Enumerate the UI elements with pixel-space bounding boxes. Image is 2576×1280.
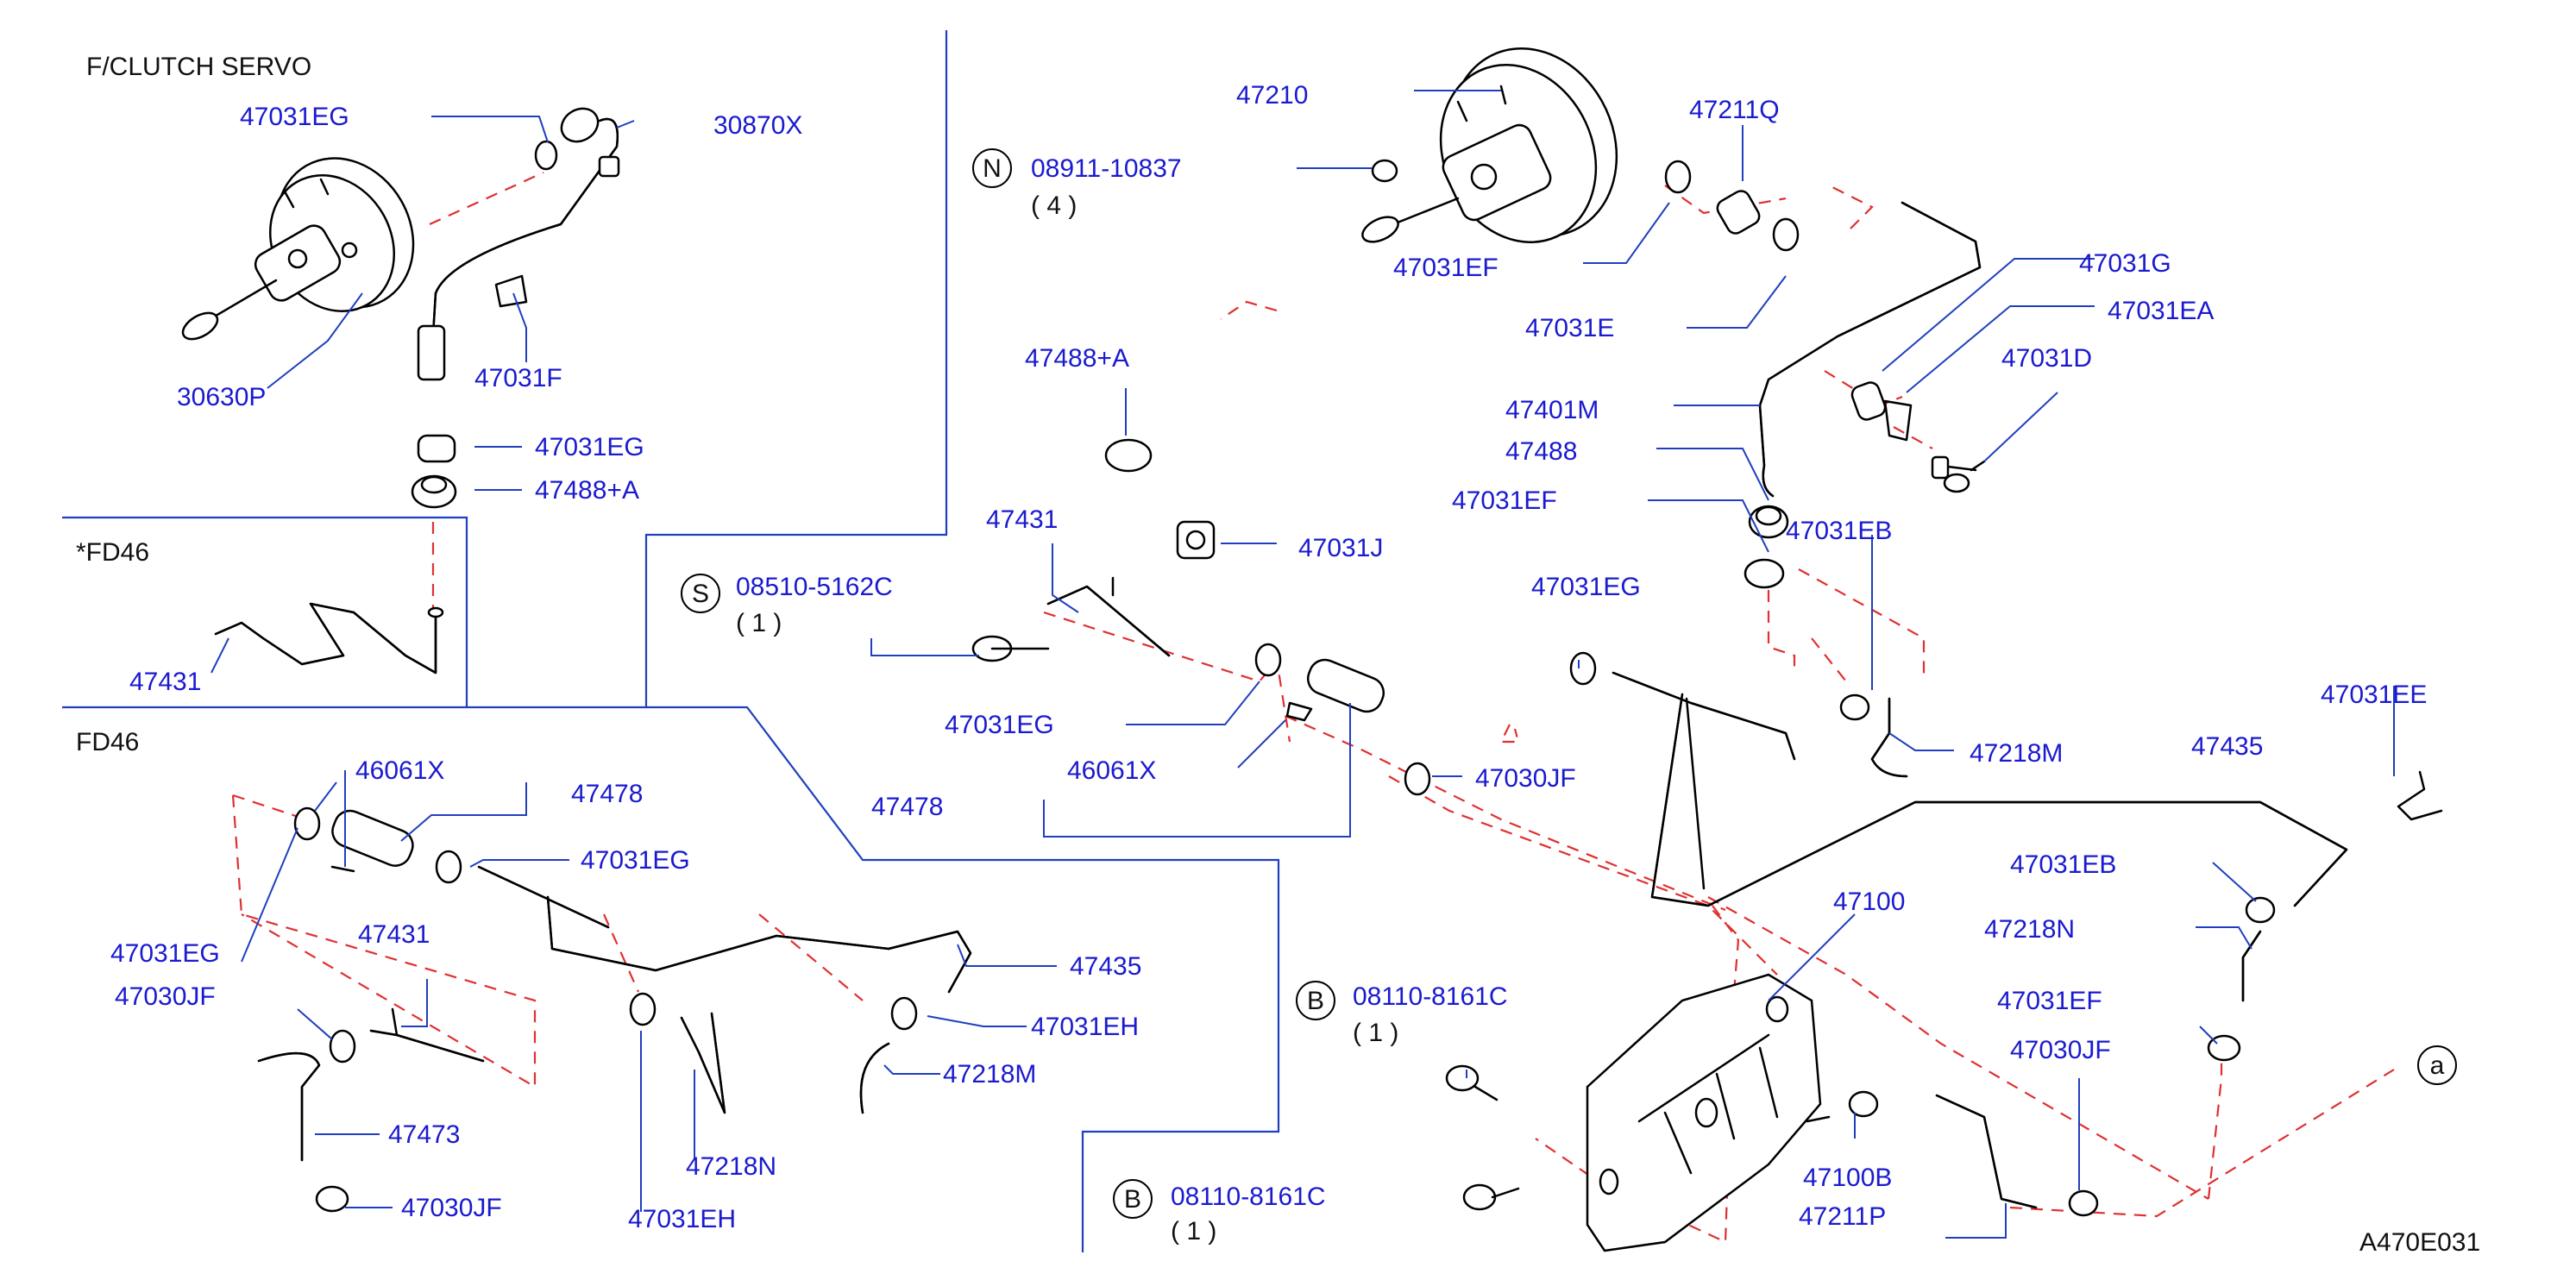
label-08510-5162c: 08510-5162C [736, 573, 893, 601]
label-47031g: 47031G [2079, 249, 2171, 278]
label-47211p: 47211P [1799, 1202, 1886, 1231]
center-parts [971, 438, 2348, 907]
callout-b2 [1113, 1179, 1153, 1219]
section-title-fd46: FD46 [76, 728, 139, 756]
label-47401m: 47401M [1505, 396, 1599, 424]
qty-08911: ( 4 ) [1031, 191, 1077, 220]
label-08110-8161c-1: 08110-8161C [1353, 982, 1508, 1011]
label-47030jf-right: 47030JF [2010, 1036, 2111, 1064]
bolts [1445, 460, 1986, 1211]
label-47031f: 47031F [474, 364, 562, 392]
callout-a-label: a [2430, 1051, 2445, 1080]
callout-b1-label: B [1307, 987, 1324, 1015]
callout-n [972, 148, 1012, 188]
label-47100: 47100 [1833, 888, 1905, 916]
label-47031ef-mid: 47031EF [1452, 486, 1557, 515]
section-title-fclutch-servo: F/CLUTCH SERVO [86, 53, 311, 81]
label-47435-right: 47435 [2191, 732, 2263, 761]
label-47031e: 47031E [1525, 314, 1614, 342]
brake-booster-47210 [1361, 47, 1982, 589]
label-47030jf-fd2: 47030JF [401, 1194, 502, 1222]
label-47031ef-right: 47031EF [1997, 987, 2102, 1015]
label-47435-fd: 47435 [1070, 952, 1141, 981]
label-08110-8161c-2: 08110-8161C [1171, 1183, 1326, 1211]
label-47218n-right: 47218N [1984, 915, 2075, 944]
label-47031eh-fd1: 47031EH [1031, 1013, 1139, 1041]
section-titles: F/CLUTCH SERVO *FD46 FD46 A470E031 ( 4 )… [76, 53, 2480, 1257]
qty-08110-1: ( 1 ) [1353, 1019, 1398, 1047]
label-30630p: 30630P [177, 383, 266, 411]
label-47031j: 47031J [1298, 534, 1383, 562]
star-fd46-tube-47431 [214, 602, 444, 675]
label-47488: 47488 [1505, 437, 1577, 466]
label-47478-center: 47478 [871, 793, 943, 821]
label-47031ee: 47031EE [2321, 681, 2427, 709]
label-47031eg-l2: 47031EG [535, 433, 644, 461]
canister-47100 [1586, 973, 1822, 1252]
label-47031eg-center2: 47031EG [1531, 573, 1641, 601]
label-47030jf-center: 47030JF [1475, 764, 1576, 793]
label-47031eh-fd2: 47031EH [628, 1205, 736, 1233]
callout-n-label: N [983, 154, 1002, 183]
label-08911-10837: 08911-10837 [1031, 154, 1182, 183]
section-dividers [62, 30, 1280, 1252]
label-47218m-center: 47218M [1970, 739, 2063, 768]
label-47031eg-fc: 47031EG [240, 103, 349, 131]
section-title-star-fd46: *FD46 [76, 538, 149, 567]
label-47100b: 47100B [1803, 1164, 1892, 1192]
qty-08510: ( 1 ) [736, 609, 782, 637]
label-47431-fd: 47431 [358, 920, 430, 949]
label-47211q: 47211Q [1689, 96, 1780, 124]
label-47210: 47210 [1236, 81, 1308, 110]
fclutch-servo-assembly [181, 157, 415, 341]
diagram-id: A470E031 [2359, 1228, 2480, 1257]
label-47031eg-fd2: 47031EG [110, 939, 220, 968]
dashed-guides [231, 171, 2395, 1244]
fclutch-hose-30870x [417, 107, 620, 381]
label-47218n-fd: 47218N [686, 1152, 776, 1181]
label-47031eg-fd1: 47031EG [581, 846, 690, 875]
label-47030jf-fd1: 47030JF [115, 982, 216, 1011]
label-47488a-center: 47488+A [1025, 344, 1129, 373]
fclutch-clamps [411, 140, 558, 509]
label-47431-center: 47431 [986, 505, 1058, 534]
part-labels: 47210 47211Q 08911-10837 47031EF 47031E … [110, 81, 2427, 1233]
label-47488a-l2: 47488+A [535, 476, 639, 505]
label-46061x-center: 46061X [1067, 756, 1156, 785]
label-47478-fd: 47478 [571, 780, 643, 808]
callout-b2-label: B [1124, 1185, 1141, 1214]
label-47031eb-mid: 47031EB [1786, 517, 1892, 545]
leader-lines [210, 90, 2395, 1239]
callout-s [681, 574, 720, 613]
label-30870x: 30870X [713, 111, 802, 140]
label-47218m-fd: 47218M [943, 1060, 1036, 1089]
label-47473: 47473 [388, 1120, 460, 1149]
callout-s-label: S [692, 580, 709, 608]
callout-b1 [1296, 981, 1335, 1020]
qty-08110-2: ( 1 ) [1171, 1217, 1216, 1245]
fd46-parts [257, 806, 972, 1213]
label-46061x-fd: 46061X [355, 756, 444, 785]
label-47031ea: 47031EA [2108, 297, 2214, 325]
right-hoses [1839, 693, 2443, 1217]
callout-circles: a N S B B [681, 148, 2457, 1219]
label-47031eb-right: 47031EB [2010, 850, 2116, 879]
label-47031ef-top: 47031EF [1393, 254, 1498, 282]
label-47031d: 47031D [2001, 344, 2092, 373]
label-47031eg-center: 47031EG [945, 711, 1054, 739]
callout-a [2417, 1045, 2457, 1085]
label-47431-star: 47431 [129, 668, 201, 696]
